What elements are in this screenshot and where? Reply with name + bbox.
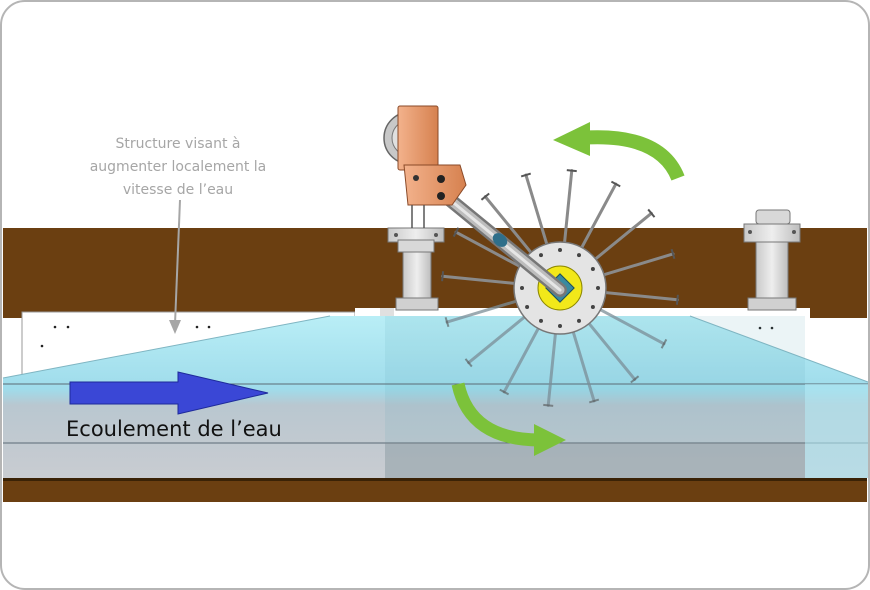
wheel-paddle-tip — [520, 172, 532, 178]
wheel-spoke — [562, 169, 574, 250]
rotation-arrow-bottom — [451, 382, 566, 456]
rotation-arrow-top — [553, 122, 685, 181]
left-pillar — [387, 227, 445, 311]
wheel-bolt — [590, 305, 595, 309]
wheel-paddle-tip — [610, 180, 621, 188]
wheel-spoke — [593, 305, 666, 346]
wheel-bolt — [539, 318, 543, 323]
wheel-spoke — [483, 195, 537, 259]
wheel-spoke — [577, 182, 618, 255]
wheel-bolt — [520, 286, 524, 290]
wheel-bolt — [558, 324, 562, 328]
annotation-line-2: augmenter localement la — [90, 159, 267, 175]
wheel-bolt — [596, 286, 600, 290]
wheel-spoke — [598, 290, 679, 302]
wheel-spoke — [454, 230, 527, 271]
wheel-paddle-tip — [670, 248, 676, 260]
right-pillar — [743, 209, 801, 311]
wheel-bolt — [590, 267, 595, 271]
wheel-bolt — [577, 253, 581, 258]
wheel-spoke — [589, 211, 653, 265]
wheel-paddle-tip — [441, 271, 445, 282]
motor-assembly — [383, 105, 567, 297]
wheel-spoke — [596, 252, 675, 278]
wheel-paddle-tip — [543, 403, 554, 407]
wheel-paddle-tip — [452, 227, 460, 238]
wheel-paddle-tip — [588, 398, 600, 404]
wheel-bolt — [525, 305, 530, 309]
wheel-spoke — [570, 324, 596, 403]
wheel-spoke — [524, 173, 550, 252]
wheel-paddle-tip — [647, 208, 656, 218]
wheel-bolt — [577, 318, 581, 323]
wheel-spoke — [445, 298, 524, 324]
annotation-pointer — [169, 199, 181, 334]
wheel-paddle-tip — [566, 169, 577, 173]
ground — [3, 228, 867, 502]
wheel-paddle-tip — [499, 388, 510, 396]
wheel-spoke — [583, 317, 637, 381]
wheel-paddle-tip — [444, 316, 450, 328]
wheel-paddle-tip — [660, 338, 668, 349]
flow-label: Ecoulement de l’eau — [66, 417, 282, 441]
wheel-spoke — [502, 321, 543, 394]
annotation-line-1: Structure visant à — [115, 136, 240, 152]
annotation-line-3: vitesse de l’eau — [123, 182, 233, 198]
wheel-spoke — [546, 326, 558, 407]
wheel-spoke — [441, 274, 522, 286]
flow-arrow-icon — [69, 371, 269, 415]
wheel-spoke — [467, 311, 531, 365]
wheel-paddle-tip — [630, 375, 640, 384]
wheel-paddle-tip — [480, 192, 490, 201]
wheel-bolt — [539, 253, 543, 258]
wheel-paddle-tip — [464, 358, 473, 368]
wheel-paddle-tip — [675, 294, 679, 305]
wheel-bolt — [558, 248, 562, 252]
